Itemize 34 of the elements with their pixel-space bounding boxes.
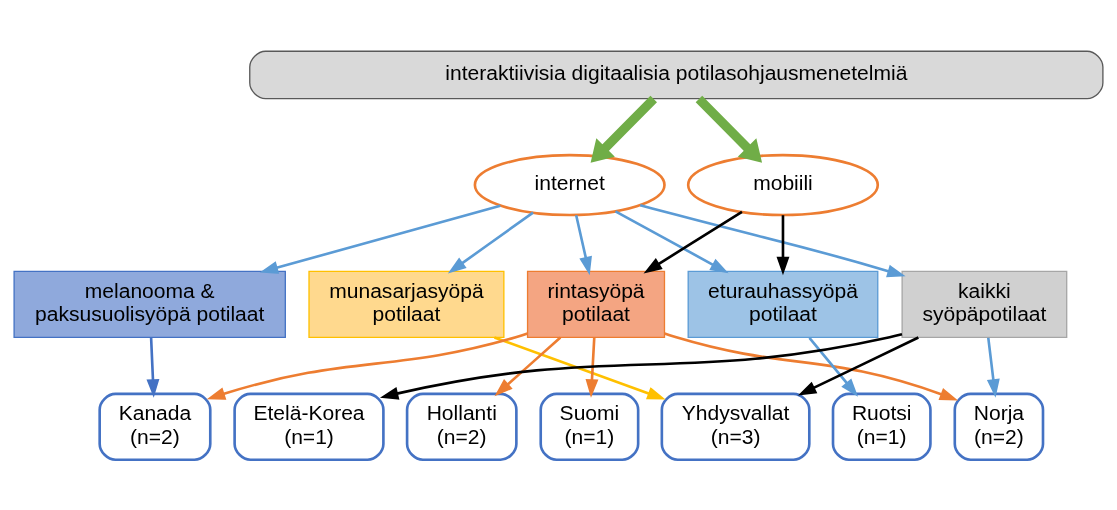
- arrow: [447, 211, 534, 273]
- arrow: [574, 214, 592, 275]
- arrow: [664, 331, 959, 400]
- node-box: Suomi (n=1): [539, 392, 640, 461]
- node-box: Ruotsi (n=1): [831, 392, 932, 461]
- arrow: [808, 336, 859, 397]
- arrow: [259, 203, 501, 274]
- node-box: munasarjasyöpä potilaat: [308, 270, 505, 338]
- arrow: [493, 335, 666, 400]
- node-box: rintasyöpä potilaat: [526, 270, 666, 338]
- node-box: Hollanti (n=2): [405, 392, 518, 461]
- node-box: Yhdysvallat (n=3): [660, 392, 811, 461]
- arrow: [585, 337, 599, 398]
- arrow: [206, 331, 528, 400]
- arrow: [379, 332, 903, 400]
- node-box: eturauhassyöpä potilaat: [687, 270, 879, 338]
- arrow: [590, 95, 657, 163]
- arrow: [614, 209, 729, 273]
- node-box: kaikki syöpäpotilaat: [901, 270, 1068, 338]
- arrow: [146, 337, 160, 398]
- node-ellipse: mobiili: [686, 153, 880, 216]
- node-box: Norja (n=2): [953, 392, 1045, 461]
- arrow: [494, 336, 562, 396]
- arrow: [639, 203, 906, 277]
- arrow: [643, 210, 743, 273]
- node-ellipse: internet: [473, 153, 666, 216]
- node-box: Kanada (n=2): [98, 392, 212, 461]
- arrow: [695, 95, 763, 163]
- arrow: [776, 214, 790, 275]
- arrow: [797, 335, 919, 395]
- arrow: [986, 337, 1000, 398]
- node-box: melanooma & paksusuolisyöpä potilaat: [13, 270, 286, 338]
- node-box: Etelä-Korea (n=1): [233, 392, 385, 461]
- node-box: interaktiivisia digitaalisia potilasohjausmenetelmiä: [249, 50, 1104, 99]
